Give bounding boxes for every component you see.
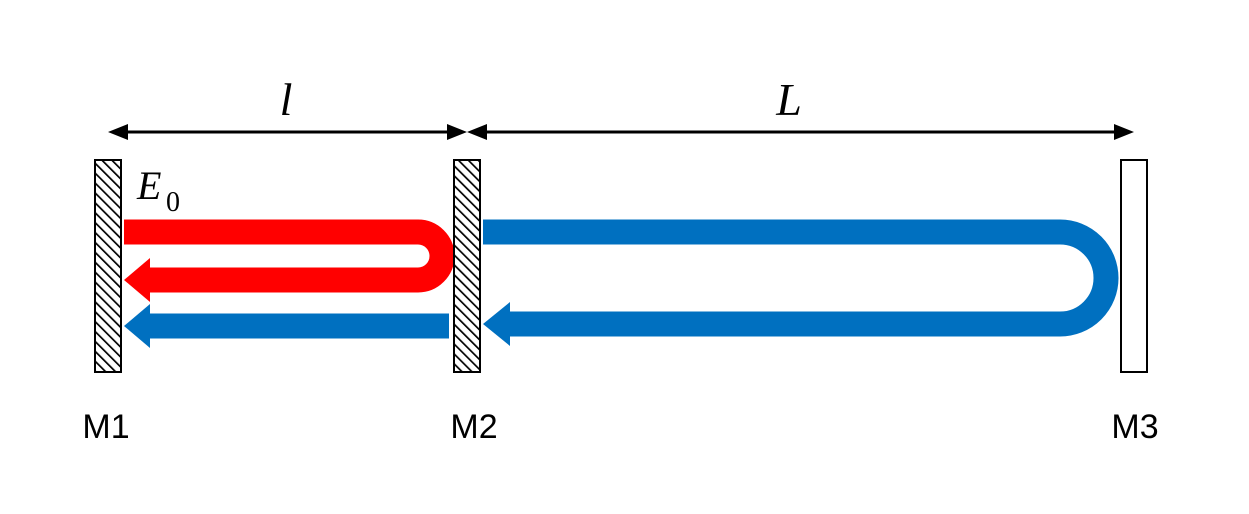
red-beam	[124, 219, 455, 302]
blue-beam-arrowhead-m2	[483, 302, 510, 346]
mirror-label-m3: M3	[1111, 408, 1158, 446]
blue-beam-arrowhead-m1	[124, 304, 150, 348]
blue-beam	[124, 219, 1119, 348]
mirror-label-m2: M2	[450, 408, 497, 446]
dimension-arrow-l	[108, 124, 467, 140]
mirror-m1	[94, 159, 122, 373]
field-symbol: E	[136, 163, 161, 208]
field-subscript: 0	[166, 187, 180, 218]
mirror-m3	[1120, 159, 1148, 373]
field-label-e0: E 0	[136, 163, 180, 218]
mirror-label-m1: M1	[82, 408, 129, 446]
red-beam-arrowhead	[124, 258, 150, 302]
mirror-m2	[453, 159, 481, 373]
distance-label-l: l	[280, 74, 293, 125]
dimension-arrow-L	[467, 124, 1134, 140]
distance-label-L: L	[775, 74, 802, 125]
